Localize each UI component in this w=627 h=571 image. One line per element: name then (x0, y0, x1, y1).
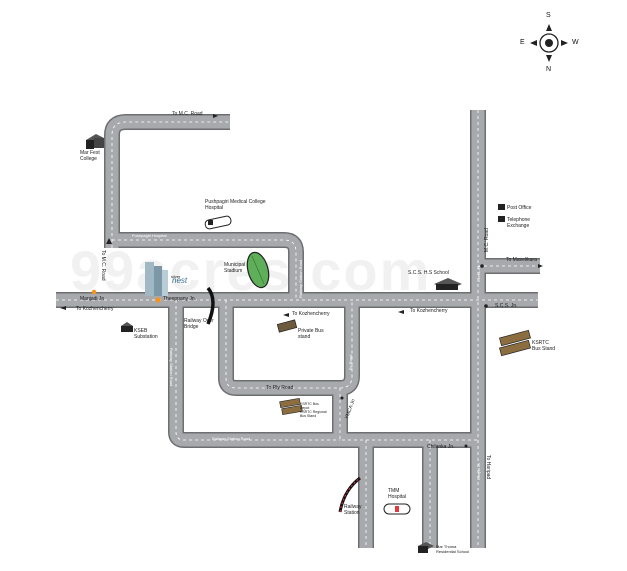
direction-arrows (60, 114, 543, 317)
landmark-mar-fest-college: Mar Fest College (80, 150, 100, 162)
road-label-to-kozhencherry-mid: To Kozhencherry (292, 311, 330, 317)
landmark-post-office: Post Office (507, 205, 532, 211)
compass-north-label: N (546, 66, 552, 73)
landmark-scs-jn: S.C.S. Jn. (495, 303, 518, 309)
seminary-icon (418, 542, 434, 553)
landmark-ksrtc-depot: KSRTC Bus Depot (300, 402, 319, 410)
road-label-by-road: By Road (348, 354, 353, 370)
ymca-marker (340, 396, 344, 400)
college-icon (86, 134, 104, 149)
telephone-exchange-icon (498, 216, 505, 222)
compass-east-label: E (520, 39, 525, 46)
ksrtc-depot-icon (279, 397, 303, 416)
landmark-pushpagiri: Pushpagiri Medical College Hospital (205, 199, 266, 211)
landmark-theeppany-jn: Theeppany Jn. (163, 296, 197, 302)
road-label-railway-station-road-left: Railway Station Road (169, 348, 174, 387)
project-brand: nest (172, 276, 188, 285)
manjadi-jn-marker (91, 289, 97, 295)
compass-icon (530, 24, 568, 62)
road-label-railway-station-road-bottom: Railway Station Road (212, 436, 251, 441)
landmark-chilanka-jn: Chilanka Jn. (427, 444, 455, 450)
bus-stand-icon (276, 319, 298, 333)
compass-west-label: W (572, 39, 579, 46)
landmark-kseb: KSEB Substation (134, 328, 158, 340)
ksrtc-bus-icon (499, 329, 531, 357)
theeppany-jn-marker (155, 297, 161, 303)
landmark-manjadi-jn: Manjadi Jn (80, 296, 105, 302)
road-label-mc-road: M.C. Road (484, 228, 490, 252)
road-label-to-thiruvananthapuram: To Thiruvananthapuram (486, 120, 491, 163)
landmark-tmm-hospital: TMM Hospital (388, 488, 407, 500)
chilanka-marker (464, 444, 468, 448)
landmark-municipal-stadium: Municipal Stadium (224, 262, 246, 274)
kseb-icon (121, 322, 133, 332)
road-label-cross-jn: Cross Jn (476, 266, 481, 282)
post-office-icon (498, 204, 505, 210)
road-label-to-haripad: To Haripad (485, 455, 491, 480)
road-label-deepa-jn: Deepa Jn (476, 462, 481, 480)
road-label-to-kozhencherry-left: To Kozhencherry (76, 306, 114, 312)
road-label-railway-station-road-top: Railway Station Road (298, 259, 303, 298)
railway-over-bridge-icon (206, 286, 215, 325)
road-label-to-rly-road: To Rly Road (266, 385, 294, 391)
mavelikara-marker (480, 264, 484, 268)
tmm-hospital-icon (383, 503, 411, 515)
landmark-private-bus-stand: Private Bus stand (298, 328, 324, 340)
road-label-to-mc-road-left: To M.C. Road (100, 250, 106, 281)
landmark-mar-thoma-seminary: Mar Thoma Residential School (436, 544, 470, 554)
road-label-to-mavelikara: To Mavelikara (506, 257, 537, 263)
compass-south-label: S (546, 12, 551, 19)
landmark-regional-bus-stand: KSRTC Regional Bus Stand (300, 410, 327, 418)
landmark-scs-school: S.C.S. H.S School (408, 270, 449, 276)
landmark-telephone-exchange: Telephone Exchange (507, 217, 531, 229)
project-building-icon (145, 262, 168, 296)
road-label-to-mc-road: To M.C. Road (172, 111, 203, 117)
road-label-to-kozhencherry-right: To Kozhencherry (410, 308, 448, 314)
scs-jn-marker (484, 304, 488, 308)
school-icon (434, 278, 462, 290)
road-ymca-south (332, 388, 478, 448)
landmark-railway-over-bridge: Railway Over Bridge (184, 318, 214, 330)
road-label-pushpagiri-hospital: Pushpagiri Hospital (132, 233, 167, 238)
landmark-railway-station: Railway Station (344, 504, 362, 516)
project-brand-small: silver (171, 274, 181, 279)
landmark-ksrtc: KSRTC Bus Stand (532, 340, 556, 352)
hospital-icon (204, 215, 232, 230)
road-mc-road-north-branch (104, 114, 230, 248)
